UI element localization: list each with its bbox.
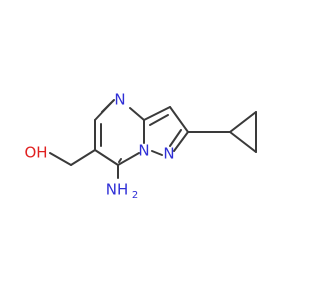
bond-c3a-c3-double (149, 114, 169, 126)
nitrogen-bridge-label: N (138, 142, 149, 160)
bond-ch2-o (49, 152, 72, 166)
bond-c7-n8 (117, 152, 140, 166)
molecule-structure: OH N N N NH 2 (24, 91, 257, 201)
bond-lines (49, 99, 257, 179)
oh-label: OH (24, 144, 47, 162)
bond-cp-b (229, 131, 257, 153)
amino-subscript: 2 (132, 190, 138, 201)
bond-c3-c2 (169, 106, 189, 133)
nitrogen-ring-top-label: N (114, 91, 125, 109)
amino-label: NH (106, 181, 129, 199)
bond-c6-c7 (94, 149, 119, 166)
molecule-canvas: OH N N N NH 2 (24, 90, 257, 201)
bond-c2-n1-double (169, 129, 182, 147)
bond-cp-a (229, 111, 257, 133)
bond-n4-c5-double (101, 99, 115, 113)
bond-c3a-n4 (129, 107, 145, 121)
bond-n1-n8 (151, 150, 163, 156)
nitrogen-pyrazole-label: N (163, 145, 174, 163)
bond-c7-n8-double (118, 158, 122, 163)
bond-c3a-c3 (143, 106, 171, 121)
bond-c6-ch2 (70, 149, 96, 166)
bond-c2-n1 (173, 131, 189, 152)
